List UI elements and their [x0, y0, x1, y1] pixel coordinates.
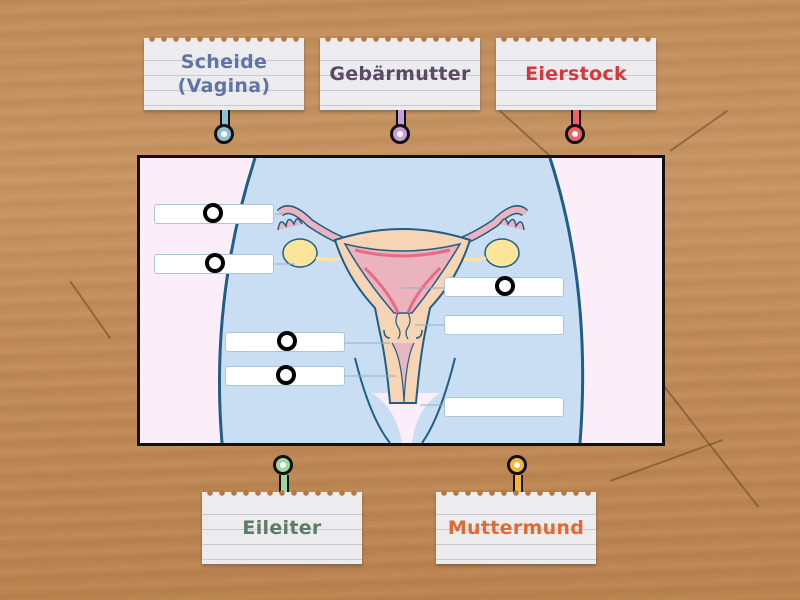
label-card-muttermund[interactable]: Muttermund	[436, 489, 596, 564]
drop-slot-4[interactable]	[444, 315, 564, 335]
drag-pin-icon[interactable]	[273, 455, 293, 475]
pin-stem	[571, 110, 581, 128]
label-card-eileiter[interactable]: Eileiter	[202, 489, 362, 564]
wood-crack	[69, 280, 111, 339]
drag-pin-icon[interactable]	[565, 124, 585, 144]
drop-slot-7[interactable]	[444, 397, 564, 417]
pin-stem	[279, 475, 289, 497]
label-card-scheide[interactable]: Scheide (Vagina)	[144, 35, 304, 110]
placed-pin-icon[interactable]	[205, 253, 225, 273]
pin-stem	[396, 110, 406, 128]
wood-crack	[669, 110, 728, 152]
drop-slot-5[interactable]	[225, 331, 345, 352]
drag-pin-icon[interactable]	[214, 124, 234, 144]
label-text-line1: Scheide	[180, 51, 268, 73]
placed-pin-icon[interactable]	[203, 203, 223, 223]
placed-pin-icon[interactable]	[277, 331, 297, 351]
label-text-line2: (Vagina)	[177, 75, 271, 97]
label-card-gebaermutter[interactable]: Gebärmutter	[320, 35, 480, 110]
diagram-board	[137, 155, 665, 446]
label-text: Eierstock	[525, 63, 627, 85]
drop-slot-2[interactable]	[154, 253, 274, 274]
drag-pin-icon[interactable]	[390, 124, 410, 144]
label-text: Eileiter	[242, 517, 322, 539]
label-text: Gebärmutter	[329, 63, 471, 85]
label-card-eierstock[interactable]: Eierstock	[496, 35, 656, 110]
drag-pin-icon[interactable]	[507, 455, 527, 475]
drop-slot-3[interactable]	[444, 276, 564, 297]
reproductive-organs-illustration	[217, 158, 585, 443]
pin-stem	[220, 110, 230, 128]
placed-pin-icon[interactable]	[276, 365, 296, 385]
drop-slot-6[interactable]	[225, 365, 345, 386]
pin-stem	[513, 475, 523, 497]
label-text: Muttermund	[447, 517, 585, 539]
drop-slot-1[interactable]	[154, 203, 274, 224]
placed-pin-icon[interactable]	[495, 276, 515, 296]
